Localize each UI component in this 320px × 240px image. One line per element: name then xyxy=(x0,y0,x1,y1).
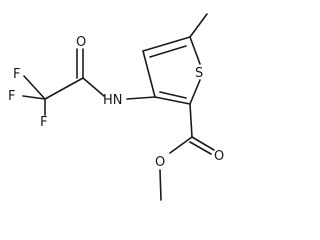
molecule-structure: S O O O HN F F F xyxy=(8,13,224,201)
bond-o-methyl xyxy=(159,169,162,201)
atom-f1: F xyxy=(13,67,20,82)
bond-amide-c-cf3 xyxy=(44,77,84,100)
bond-ester-c-o-double xyxy=(191,136,215,151)
bond-c2-ester-c xyxy=(189,103,193,138)
atom-o-amide: O xyxy=(76,35,86,50)
bond-cf3-f1 xyxy=(23,75,46,100)
bond-c4-c5-double xyxy=(149,45,187,58)
atom-o-ester-carbonyl: O xyxy=(214,149,224,164)
bond-nh-amide-c xyxy=(82,77,105,97)
bond-c3-c4 xyxy=(142,50,156,98)
bond-methyl-c5 xyxy=(189,13,208,38)
atom-nh: HN xyxy=(103,93,123,108)
bond-c3-nh xyxy=(126,96,156,100)
bond-c5-s xyxy=(189,36,201,65)
atom-s: S xyxy=(195,66,203,81)
atom-o-ester-single: O xyxy=(155,155,165,170)
bond-c2-c3 xyxy=(154,96,191,105)
bond-c2-c3-double xyxy=(159,91,187,99)
bond-s-c2 xyxy=(189,79,201,105)
atom-labels: S O O O HN F F F xyxy=(8,35,224,170)
bond-cf3-f2 xyxy=(22,95,46,100)
bond-c4-c5 xyxy=(142,36,191,52)
atom-f3: F xyxy=(40,115,47,130)
bond-ester-c-o-double-2 xyxy=(189,141,212,155)
bond-ester-c-o-single xyxy=(169,136,193,154)
atom-f2: F xyxy=(8,89,15,104)
bonds xyxy=(22,13,215,201)
